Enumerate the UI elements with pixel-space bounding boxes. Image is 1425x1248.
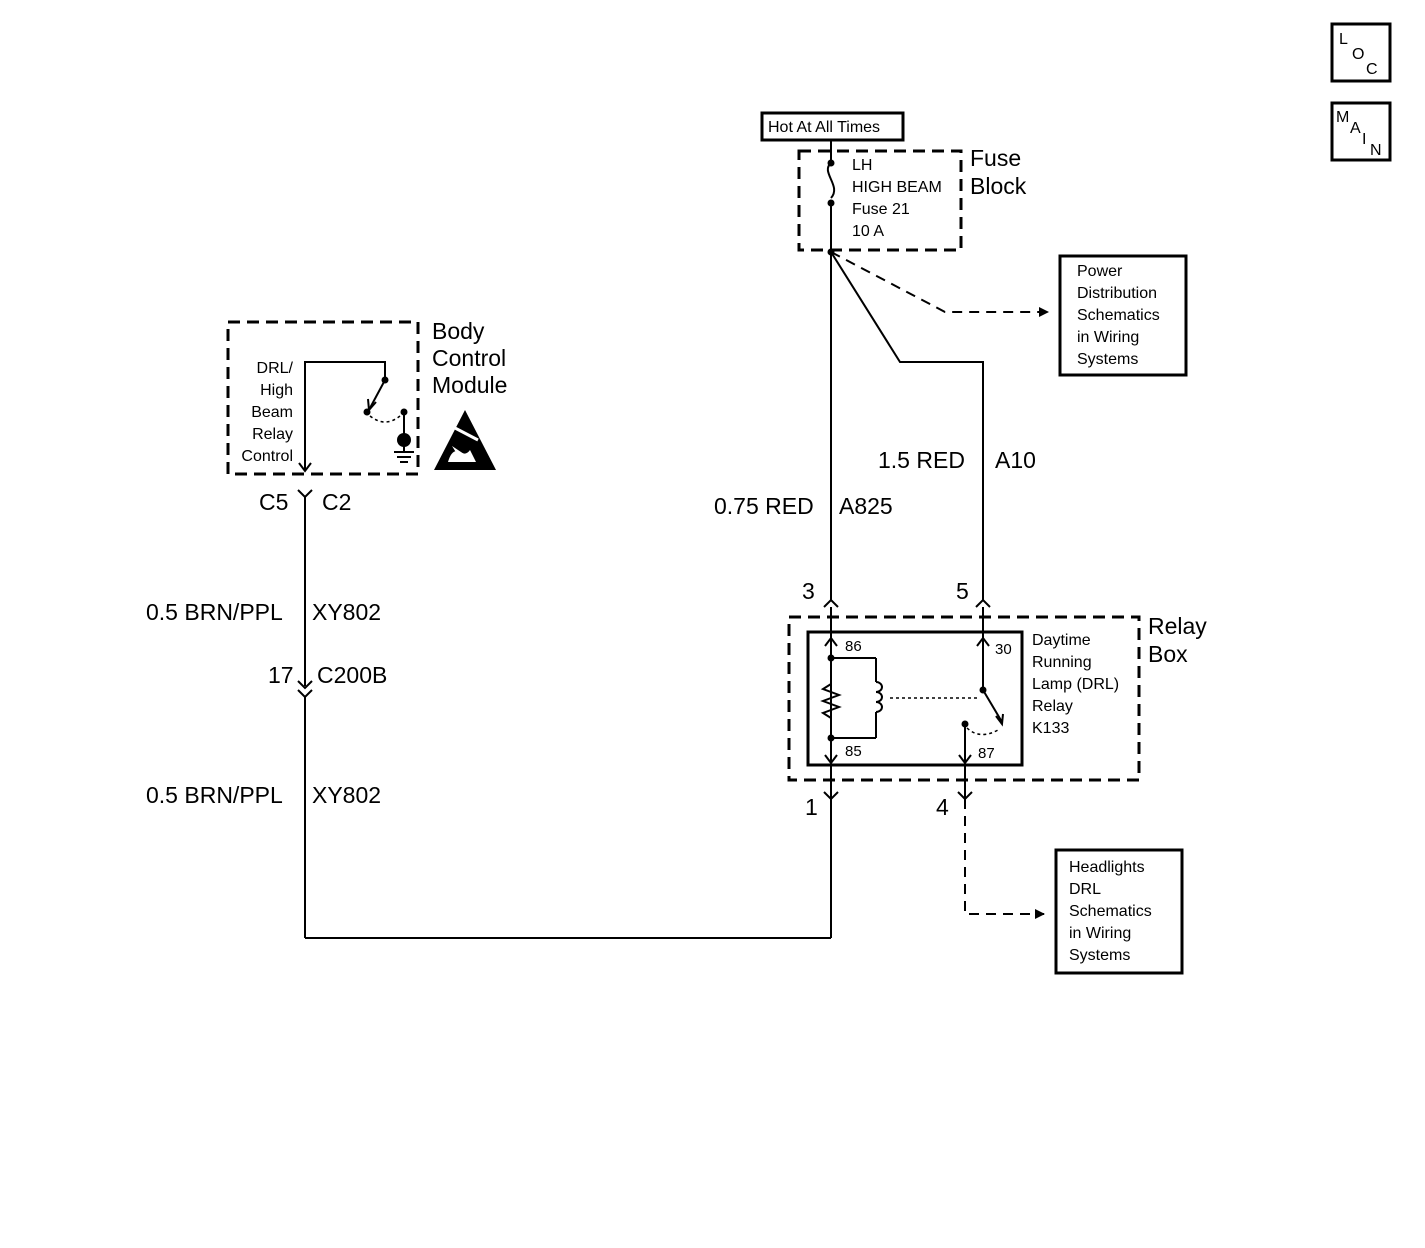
- headlights-ref-line-1: Headlights: [1069, 859, 1145, 876]
- relay-pin-4: 4: [936, 794, 949, 820]
- supply-label: Hot At All Times: [760, 111, 905, 142]
- main-letter-n: N: [1370, 142, 1382, 159]
- wire-a10-circuit: A10: [995, 447, 1036, 473]
- bcm-switch-line-1: DRL/: [257, 360, 294, 377]
- wire-xy802-upper-circuit: XY802: [312, 599, 381, 625]
- fuse-block: LH HIGH BEAM Fuse 21 10 A Fuse Block: [797, 140, 1027, 252]
- terminal-86: 86: [845, 638, 862, 655]
- bcm-outline: [226, 320, 420, 476]
- relay-box: Relay Box 86 85 30 87 Dayti: [787, 607, 1207, 782]
- bcm-connector-c5: C5: [259, 489, 288, 515]
- main-letter-m: M: [1336, 109, 1349, 126]
- loc-letter-o: O: [1352, 46, 1364, 63]
- fuse-symbol: [826, 162, 836, 199]
- bcm-connector-c2: C2: [322, 489, 351, 515]
- wire-a825-size: 0.75 RED: [714, 493, 814, 519]
- main-letter-i: I: [1362, 131, 1366, 148]
- power-ref-line-1: Power: [1077, 263, 1123, 280]
- fuse-block-title-1: Fuse: [970, 145, 1021, 171]
- relay-pin-3: 3: [802, 578, 815, 604]
- power-ref-line-4: in Wiring: [1077, 329, 1139, 346]
- terminal-87: 87: [978, 745, 995, 762]
- wire-a825-circuit: A825: [839, 493, 893, 519]
- loc-letter-l: L: [1339, 31, 1348, 48]
- main-button[interactable]: M A I N: [1330, 101, 1392, 162]
- resistor-symbol: [820, 683, 842, 719]
- supply-label-text: Hot At All Times: [768, 119, 880, 136]
- bcm-switch-line-4: Relay: [252, 426, 293, 443]
- relay-pin-5: 5: [956, 578, 969, 604]
- bcm-title-2: Control: [432, 345, 506, 371]
- bcm-title-1: Body: [432, 318, 485, 344]
- relay-line-4: Relay: [1032, 698, 1073, 715]
- loc-letter-c: C: [1366, 61, 1378, 78]
- bcm-switch-line-3: Beam: [251, 404, 293, 421]
- terminal-85: 85: [845, 743, 862, 760]
- power-distribution-link: [830, 251, 1049, 317]
- fuse-line-3: Fuse 21: [852, 201, 910, 218]
- relay-box-title-1: Relay: [1148, 613, 1207, 639]
- wire-a10: [830, 251, 984, 600]
- loc-button[interactable]: L O C: [1330, 22, 1392, 83]
- relay-line-5: K133: [1032, 720, 1069, 737]
- headlights-ref-line-4: in Wiring: [1069, 925, 1131, 942]
- main-letter-a: A: [1350, 120, 1361, 137]
- c200b-name: C200B: [317, 662, 387, 688]
- terminal-30: 30: [995, 641, 1012, 658]
- power-distribution-ref[interactable]: Power Distribution Schematics in Wiring …: [1058, 254, 1188, 377]
- relay-line-1: Daytime: [1032, 632, 1091, 649]
- wire-xy802-lower-circuit: XY802: [312, 782, 381, 808]
- relay-pin-1: 1: [805, 794, 818, 820]
- power-ref-line-3: Schematics: [1077, 307, 1160, 324]
- wire-xy802-lower-size: 0.5 BRN/PPL: [146, 782, 283, 808]
- bcm-switch-line-2: High: [260, 382, 293, 399]
- fuse-line-4: 10 A: [852, 223, 884, 240]
- relay-line-2: Running: [1032, 654, 1092, 671]
- wire-xy802-upper-size: 0.5 BRN/PPL: [146, 599, 283, 625]
- wire-a10-size: 1.5 RED: [878, 447, 965, 473]
- relay-box-title-2: Box: [1148, 641, 1188, 667]
- esd-warning-icon: [434, 410, 496, 470]
- headlights-ref-line-3: Schematics: [1069, 903, 1152, 920]
- relay-line-3: Lamp (DRL): [1032, 676, 1119, 693]
- c200b-pin: 17: [268, 662, 294, 688]
- headlights-drl-ref[interactable]: Headlights DRL Schematics in Wiring Syst…: [1054, 848, 1184, 975]
- body-control-module: DRL/ High Beam Relay Control Body Contro…: [226, 318, 507, 476]
- power-ref-line-5: Systems: [1077, 351, 1138, 368]
- coil-symbol: [875, 681, 883, 713]
- headlights-link: [964, 799, 1045, 919]
- headlights-ref-line-5: Systems: [1069, 947, 1130, 964]
- power-ref-line-2: Distribution: [1077, 285, 1157, 302]
- fuse-block-title-2: Block: [970, 173, 1027, 199]
- fuse-line-2: HIGH BEAM: [852, 179, 942, 196]
- inline-connector-c200b: 17 C200B: [268, 662, 387, 699]
- headlights-ref-line-2: DRL: [1069, 881, 1101, 898]
- fuse-block-outline: [797, 149, 963, 252]
- bcm-title-3: Module: [432, 372, 507, 398]
- bcm-switch-line-5: Control: [241, 448, 293, 465]
- fuse-line-1: LH: [852, 157, 872, 174]
